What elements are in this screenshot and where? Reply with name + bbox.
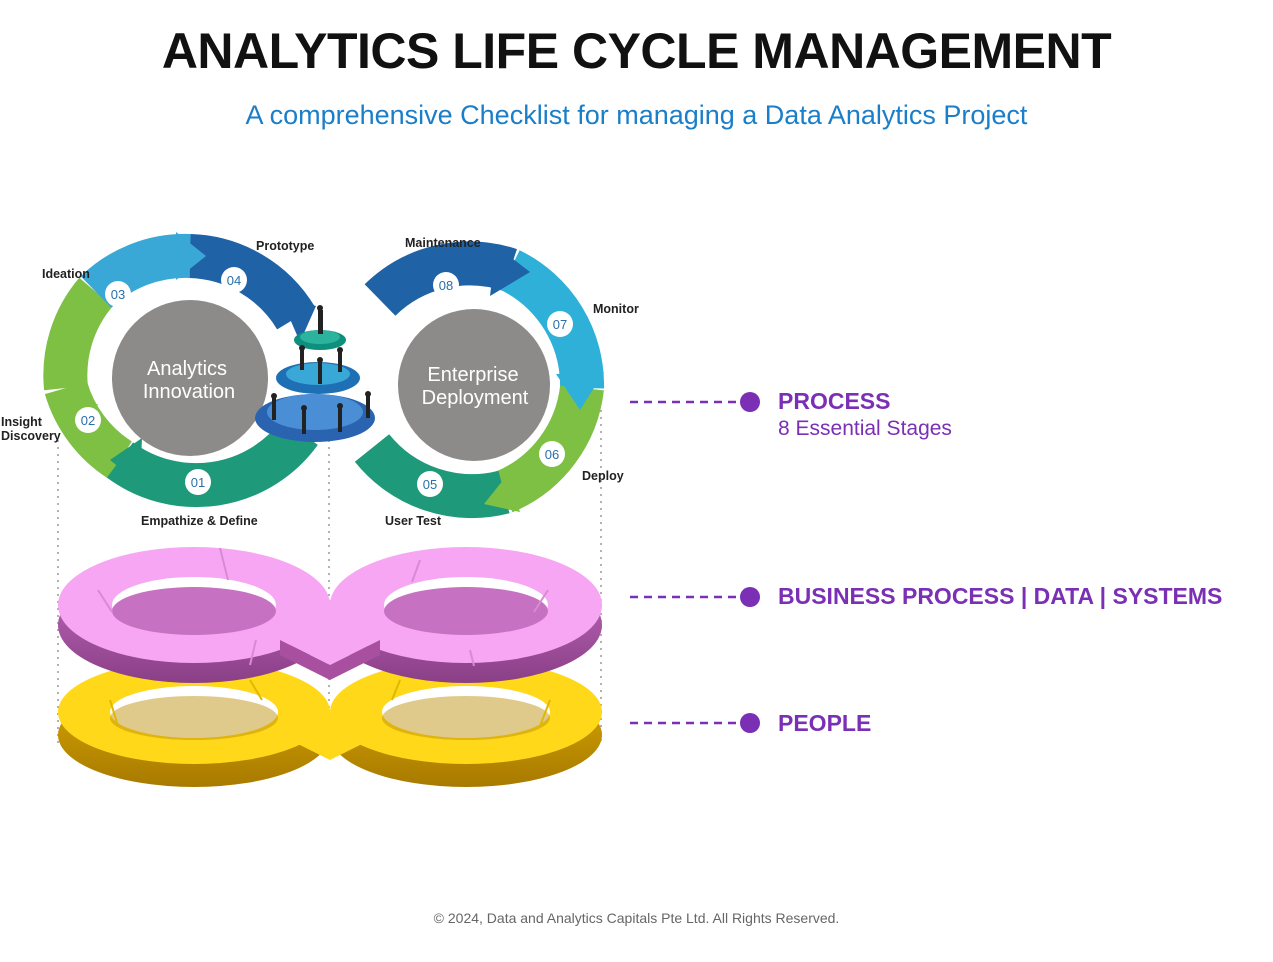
business-layer <box>58 547 602 683</box>
stage-05-number: 05 <box>423 477 437 492</box>
left-hub <box>112 300 268 456</box>
stage-04-number: 04 <box>227 273 241 288</box>
left-hub-line2: Innovation <box>143 381 235 403</box>
people-dot <box>740 713 760 733</box>
stage-03-number: 03 <box>111 287 125 302</box>
legend-process-title: PROCESS <box>778 388 891 414</box>
stage-06-number: 06 <box>545 447 559 462</box>
copyright-footer: © 2024, Data and Analytics Capitals Pte … <box>433 910 840 926</box>
page-title: ANALYTICS LIFE CYCLE MANAGEMENT <box>161 23 1112 79</box>
right-hub-line2: Deployment <box>422 387 529 409</box>
stage-03-label: Ideation <box>42 267 90 281</box>
legend-people-title: PEOPLE <box>778 710 872 736</box>
right-hub-line1: Enterprise <box>427 364 518 386</box>
stage-02-label-line2: Discovery <box>1 429 61 443</box>
stage-04-label: Prototype <box>256 239 314 253</box>
left-hub-line1: Analytics <box>147 358 227 380</box>
right-hub <box>398 309 550 461</box>
stage-02-label-line1: Insight <box>1 415 43 429</box>
team-platform-icon <box>255 305 375 442</box>
stage-08-number: 08 <box>439 278 453 293</box>
stage-07-label: Monitor <box>593 302 639 316</box>
stage-05-label: User Test <box>385 514 442 528</box>
stage-06-label: Deploy <box>582 469 624 483</box>
stage-01-label: Empathize & Define <box>141 514 258 528</box>
process-cycles: Analytics Innovation Enterprise Deployme… <box>1 232 639 528</box>
legend-connectors <box>630 400 740 725</box>
stage-02-number: 02 <box>81 413 95 428</box>
people-layer <box>58 660 602 787</box>
stage-07-number: 07 <box>553 317 567 332</box>
process-dot <box>740 392 760 412</box>
page-subtitle: A comprehensive Checklist for managing a… <box>245 100 1028 130</box>
business-dot <box>740 587 760 607</box>
legend-process-subtitle: 8 Essential Stages <box>778 417 952 440</box>
legend-business-title: BUSINESS PROCESS | DATA | SYSTEMS <box>778 583 1223 609</box>
stage-08-label: Maintenance <box>405 236 481 250</box>
stage-01-number: 01 <box>191 475 205 490</box>
guide-lines <box>57 410 602 745</box>
